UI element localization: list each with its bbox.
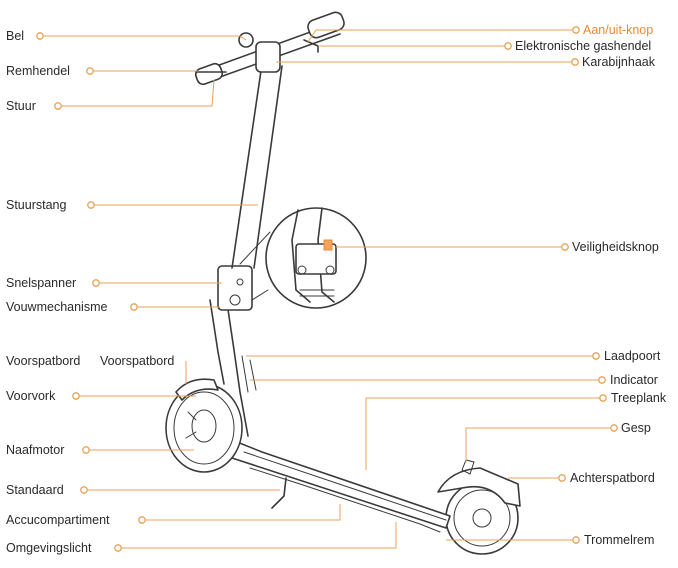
leader-dots [36,26,618,552]
deck-shape [231,439,451,533]
label-gashendel: Elektronische gashendel [515,39,651,53]
rear-fender-shape [437,467,521,507]
label-voorspatbord-repeat: Voorspatbord [100,354,174,368]
leader-lines [40,29,614,549]
label-treeplank: Treeplank [611,391,667,405]
steering-column-shape [231,63,283,269]
label-naafmotor: Naafmotor [6,443,64,457]
label-veiligheidsknop: Veiligheidsknop [572,240,659,254]
label-remhendel: Remhendel [6,64,70,78]
label-vouwmechanisme: Vouwmechanisme [6,300,107,314]
label-trommelrem: Trommelrem [584,533,654,547]
label-standaard: Standaard [6,483,64,497]
safety-button-inset [265,207,367,309]
label-accucompartiment: Accucompartiment [6,513,110,527]
scooter-illustration [165,11,521,555]
label-achterspatbord: Achterspatbord [570,471,655,485]
folding-block [217,265,253,311]
label-aan-uit-knop: Aan/uit-knop [583,23,653,37]
label-omgevingslicht: Omgevingslicht [6,541,92,555]
label-stuurstang: Stuurstang [6,198,67,212]
label-voorvork: Voorvork [6,389,56,403]
label-karabijnhaak: Karabijnhaak [582,55,656,69]
front-wheel [165,383,243,473]
label-snelspanner: Snelspanner [6,276,76,290]
inset-connector [239,231,271,301]
part-labels: Bel Remhendel Stuur Stuurstang Snelspann… [6,23,667,555]
label-indicator: Indicator [610,373,658,387]
label-gesp: Gesp [621,421,651,435]
handlebar-shape [194,11,345,86]
front-fork-shape [209,295,249,437]
buckle-shape [461,459,475,475]
label-laadpoort: Laadpoort [604,349,661,363]
kickstand-shape [271,477,287,509]
stem-lower-detail [241,355,257,393]
label-voorspatbord: Voorspatbord [6,354,80,368]
label-stuur: Stuur [6,99,36,113]
label-bel: Bel [6,29,24,43]
